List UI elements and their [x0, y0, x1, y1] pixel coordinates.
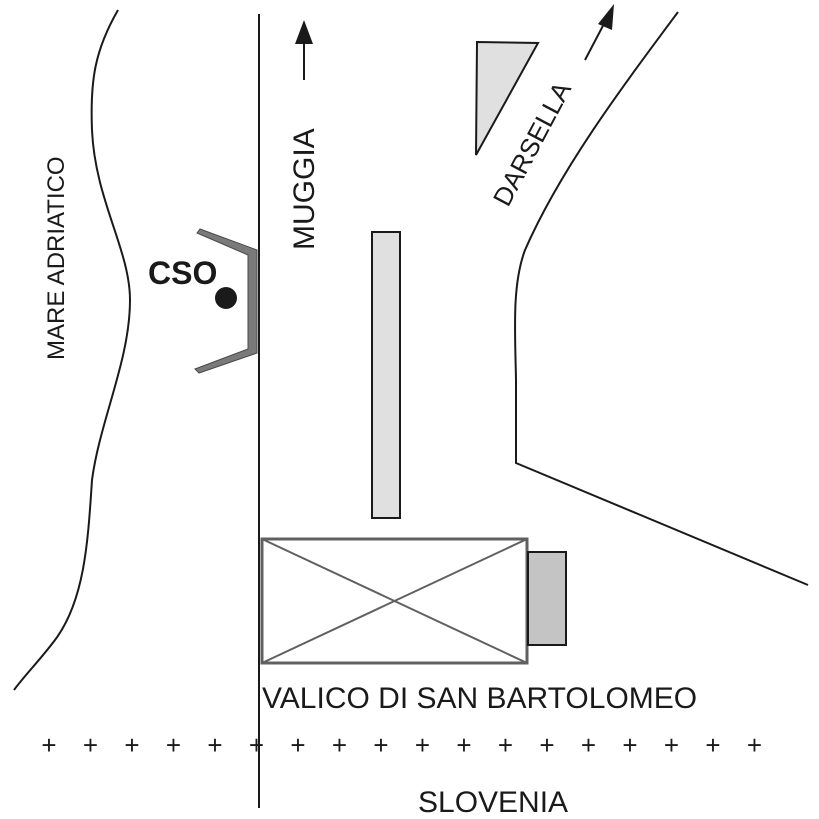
- border-crossing-label: VALICO DI SAN BARTOLOMEO: [262, 682, 697, 715]
- long-building: [371, 231, 401, 519]
- border-marker: +: [249, 730, 264, 760]
- border-marker: +: [581, 730, 596, 760]
- border-marker: +: [332, 730, 347, 760]
- cso-wall: [194, 228, 258, 374]
- border-marker: +: [83, 730, 98, 760]
- border-crossing-annex: [527, 551, 567, 646]
- border-marker: +: [622, 730, 637, 760]
- country-label: SLOVENIA: [418, 786, 568, 819]
- triangle-building: [475, 40, 540, 156]
- border-marker: +: [166, 730, 181, 760]
- border-marker: +: [415, 730, 430, 760]
- cso-label: CSO: [148, 255, 217, 291]
- border-line: + + + + + + + + + + + + + + + + + +: [41, 730, 762, 760]
- border-marker: +: [539, 730, 554, 760]
- border-marker: +: [290, 730, 305, 760]
- muggia-label: MUGGIA: [288, 128, 321, 250]
- border-marker: +: [498, 730, 513, 760]
- border-marker: +: [705, 730, 720, 760]
- border-marker: +: [41, 730, 56, 760]
- border-marker: +: [456, 730, 471, 760]
- border-marker: +: [747, 730, 762, 760]
- muggia-arrow-head: [295, 20, 313, 44]
- cso-station-marker: [215, 287, 237, 309]
- border-marker: +: [124, 730, 139, 760]
- border-marker: +: [207, 730, 222, 760]
- border-crossing-diagonal-2: [261, 538, 528, 664]
- darsella-road: [514, 11, 809, 586]
- darsella-arrow-shaft: [584, 19, 607, 61]
- border-marker: +: [373, 730, 388, 760]
- border-marker: +: [664, 730, 679, 760]
- sea-label: MARE ADRIATICO: [43, 156, 70, 360]
- coastline: [13, 9, 132, 691]
- darsella-arrow-head: [598, 4, 614, 30]
